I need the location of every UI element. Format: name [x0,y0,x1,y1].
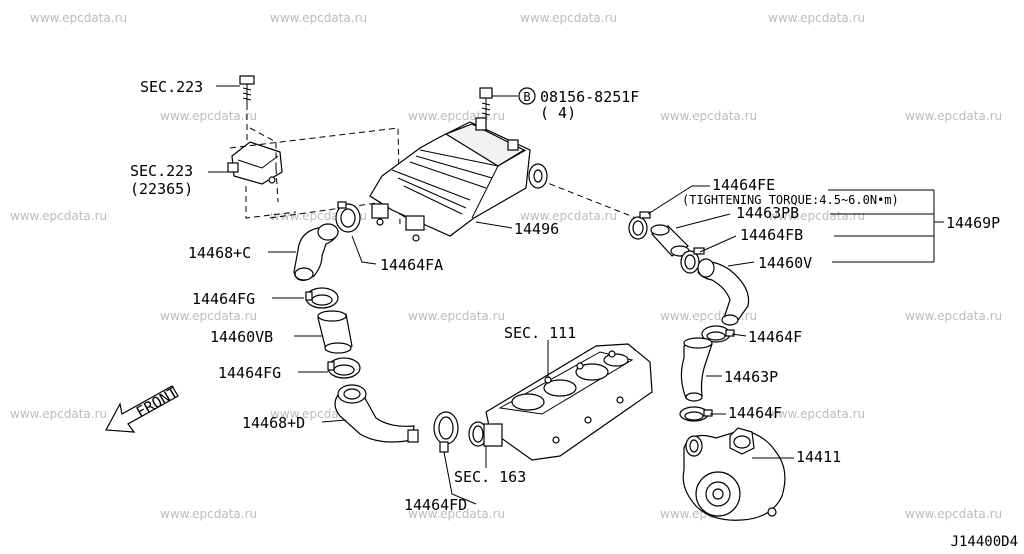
diagram-code: J14400D4 [951,534,1018,550]
intake-collector[interactable] [468,343,653,461]
clamp-14464fb[interactable] [680,247,705,274]
label-sec223-top[interactable]: SEC.223 [140,78,203,96]
watermark: www.epcdata.ru [160,507,257,521]
clamp-14464fa[interactable] [335,201,361,233]
hose-14463pb[interactable] [650,224,690,257]
watermark: www.epcdata.ru [10,407,107,421]
watermark: www.epcdata.ru [270,11,367,25]
watermark: www.epcdata.ru [408,309,505,323]
watermark: www.epcdata.ru [768,209,865,223]
watermark: www.epcdata.ru [768,407,865,421]
watermark: www.epcdata.ru [905,309,1002,323]
watermark: www.epcdata.ru [520,11,617,25]
label-14464fg-bottom[interactable]: 14464FG [218,364,281,382]
label-torque[interactable]: (TIGHTENING TORQUE:4.5~6.0N•m) [682,193,899,207]
label-14464fd[interactable]: 14464FD [404,496,467,514]
label-14464fa[interactable]: 14464FA [380,256,443,274]
label-sec163[interactable]: SEC. 163 [454,468,526,486]
hose-14460vb[interactable] [317,310,353,354]
leader-line [699,235,737,253]
bracket-14469p [828,189,944,263]
leader-line [727,261,755,267]
watermark: www.epcdata.ru [905,109,1002,123]
bolt-type-badge: B [518,87,536,105]
leader-line [675,213,731,229]
label-sec223-mid[interactable]: SEC.223 [130,162,193,180]
label-14468c[interactable]: 14468+C [188,244,251,262]
intercooler-bolt[interactable] [479,87,493,118]
hose-14468c[interactable] [293,223,339,281]
watermark: www.epcdata.ru [660,109,757,123]
label-14464f-upper[interactable]: 14464F [748,328,802,346]
label-14463p[interactable]: 14463P [724,368,778,386]
label-14460vb[interactable]: 14460VB [210,328,273,346]
clamp-14464f-upper[interactable] [701,325,735,343]
label-14468d[interactable]: 14468+D [242,414,305,432]
clamp-14464fg-bottom[interactable] [327,357,361,379]
label-14411[interactable]: 14411 [796,448,841,466]
clamp-14464fg-top[interactable] [305,287,339,309]
watermark: www.epcdata.ru [160,109,257,123]
label-bolt-part[interactable]: 08156-8251F [540,88,639,106]
sensor-bolt[interactable] [239,75,255,104]
hose-14463p[interactable] [680,337,713,402]
boost-sensor[interactable] [227,141,283,185]
label-14460v[interactable]: 14460V [758,254,812,272]
label-14464fe[interactable]: 14464FE [712,176,775,194]
label-14464f-lower[interactable]: 14464F [728,404,782,422]
clamp-14464fd[interactable] [433,411,459,453]
watermark: www.epcdata.ru [408,109,505,123]
hose-14460v[interactable] [697,258,750,326]
front-label: FRONT [133,383,181,421]
watermark-layer: www.epcdata.ru www.epcdata.ru www.epcdat… [10,11,1002,521]
intercooler[interactable] [369,117,548,242]
label-sec223-sub[interactable]: (22365) [130,180,193,198]
clamp-14464fe[interactable] [628,211,651,240]
watermark: www.epcdata.ru [10,209,107,223]
leader-line [731,333,747,337]
label-14463pb[interactable]: 14463PB [736,204,799,222]
label-sec111[interactable]: SEC. 111 [504,324,576,342]
bolt-type-letter: B [523,90,530,104]
label-14469p[interactable]: 14469P [946,214,1000,232]
watermark: www.epcdata.ru [768,11,865,25]
leader-line [475,221,513,229]
front-direction-arrow: FRONT [105,383,181,433]
turbocharger[interactable] [682,427,786,521]
label-14464fg-top[interactable]: 14464FG [192,290,255,308]
watermark: www.epcdata.ru [520,209,617,223]
label-14496[interactable]: 14496 [514,220,559,238]
watermark: www.epcdata.ru [160,309,257,323]
leader-line [443,451,477,505]
leader-line [321,419,347,423]
clamp-14464f-lower[interactable] [679,406,713,422]
hose-14468d[interactable] [334,384,419,443]
watermark: www.epcdata.ru [408,507,505,521]
watermark: www.epcdata.ru [905,507,1002,521]
label-bolt-qty[interactable]: ( 4) [540,104,576,122]
watermark: www.epcdata.ru [30,11,127,25]
label-14464fb[interactable]: 14464FB [740,226,803,244]
leader-line [351,235,377,265]
leader-line [647,185,710,215]
